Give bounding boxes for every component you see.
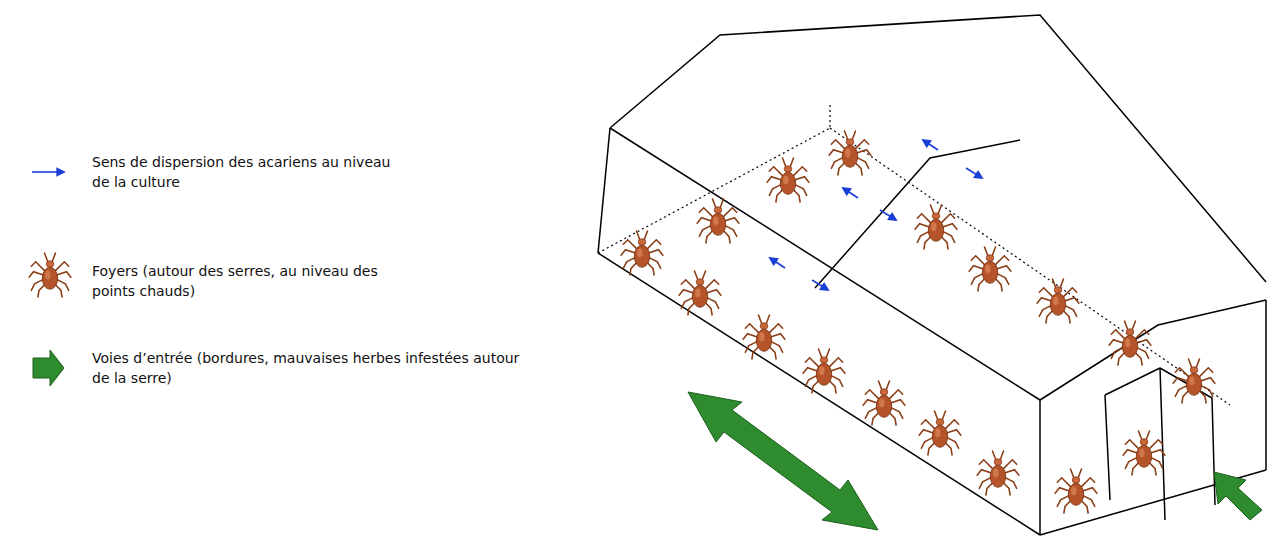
mite-foci: [621, 131, 1215, 513]
legend-text: Sens de dispersion des acariens au nivea…: [92, 152, 392, 192]
hidden-edges: [598, 105, 1230, 405]
legend-icons: [29, 172, 71, 386]
greenhouse-outline: [598, 15, 1266, 535]
legend-text: Foyers (autour des serres, au niveau des…: [92, 261, 392, 301]
entry-arrows: [688, 392, 1262, 530]
legend-text: Voies d’entrée (bordures, mauvaises herb…: [92, 348, 532, 388]
dispersion-arrows: [770, 140, 982, 290]
